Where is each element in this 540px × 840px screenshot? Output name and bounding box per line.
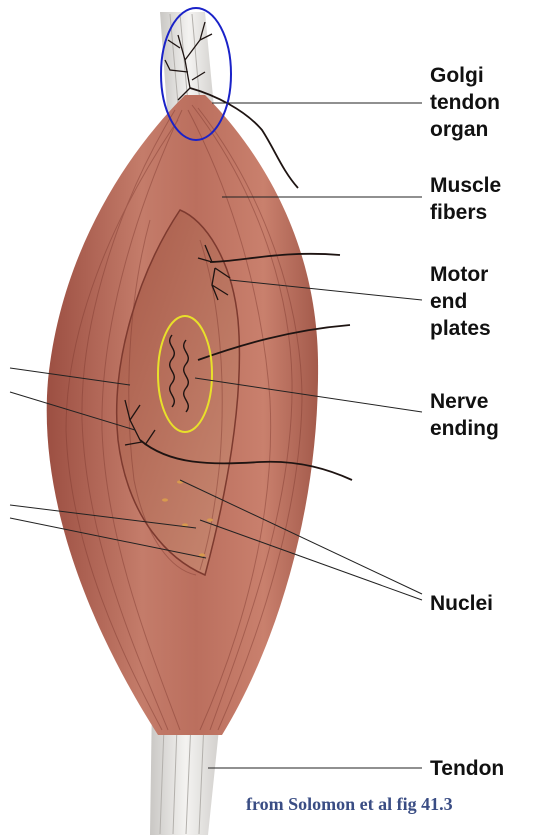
- label-line: fibers: [430, 201, 488, 224]
- figure-credit: from Solomon et al fig 41.3: [246, 794, 453, 814]
- leader-lines: [9, 102, 423, 769]
- muscle-fibers-lines: [65, 104, 303, 731]
- label-line: end: [430, 290, 468, 313]
- golgi-branches: [164, 21, 213, 101]
- nerve-ending-circle: [157, 315, 213, 433]
- motor-end-plate-branches: [124, 244, 231, 446]
- nerve-ending-coils: [169, 334, 189, 413]
- inner-fascicle: [115, 209, 241, 577]
- label-nerve-ending: Nerve ending: [430, 388, 499, 442]
- label-line: Motor: [430, 263, 489, 286]
- label-tendon: Tendon: [430, 755, 504, 782]
- label-nuclei: Nuclei: [430, 590, 493, 617]
- nerves: [139, 87, 353, 481]
- label-line: Nerve: [430, 390, 489, 413]
- label-line: Nuclei: [430, 592, 494, 615]
- golgi-circle: [160, 7, 232, 141]
- label-motor-end-plates: Motor end plates: [430, 261, 491, 342]
- label-line: organ: [430, 118, 489, 141]
- label-line: Muscle: [430, 174, 502, 197]
- label-line: ending: [430, 417, 499, 440]
- label-golgi-tendon-organ: Golgi tendon organ: [430, 62, 500, 143]
- label-line: plates: [430, 317, 491, 340]
- label-line: Golgi: [430, 64, 484, 87]
- label-muscle-fibers: Muscle fibers: [430, 172, 501, 226]
- nuclei-dots: [162, 480, 213, 557]
- label-line: Tendon: [430, 757, 505, 780]
- label-line: tendon: [430, 91, 500, 114]
